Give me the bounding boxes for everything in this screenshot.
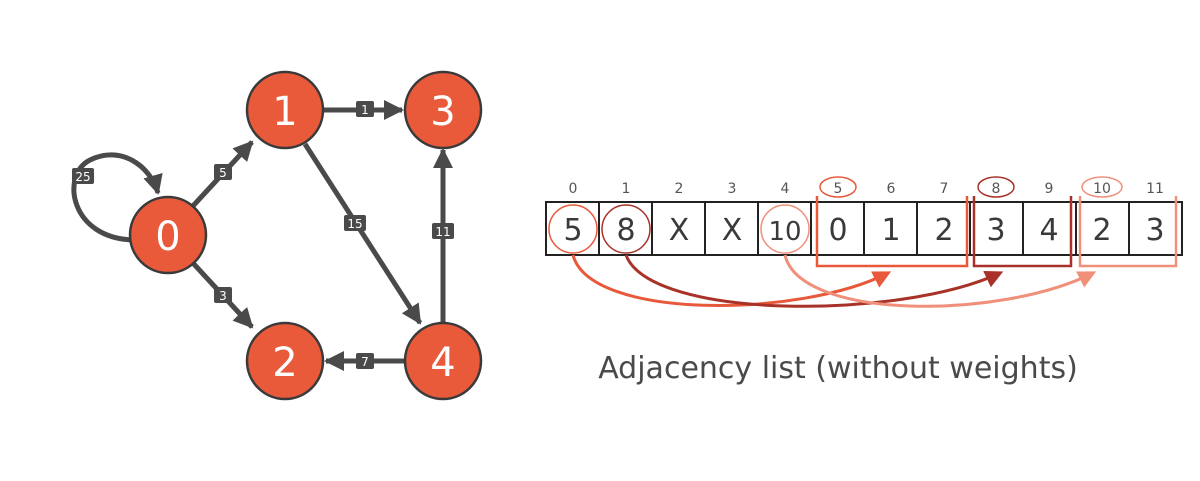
index-label: 0 [569, 181, 578, 197]
array-cell: 5 [563, 213, 582, 248]
weight-badge-0-0: 25 [72, 168, 94, 184]
pointer-circle-5 [548, 204, 598, 254]
array-cell: 2 [1092, 213, 1111, 248]
array-cell: 3 [986, 213, 1005, 248]
svg-text:5: 5 [219, 166, 227, 180]
index-label: 5 [834, 181, 843, 197]
graph-node-0: 0 [128, 195, 208, 275]
index-label: 11 [1146, 181, 1164, 197]
bracket-node-1 [972, 196, 1073, 268]
index-highlight-8 [977, 176, 1015, 198]
array-cell: 0 [828, 213, 847, 248]
index-highlight-5 [819, 176, 857, 198]
pointer-arrow-10 [783, 254, 1097, 308]
array-cell: 10 [768, 217, 801, 247]
edge-weights: 25 5 3 1 15 11 7 [72, 101, 454, 369]
svg-text:2: 2 [272, 340, 297, 386]
bracket-node-0 [815, 196, 969, 268]
pointer-circle-10 [760, 204, 810, 254]
svg-text:7: 7 [361, 355, 369, 369]
graph-node-2: 2 [245, 321, 325, 401]
graph-node-4: 4 [403, 321, 483, 401]
pointer-arrows [571, 254, 1097, 308]
index-label: 7 [940, 181, 949, 197]
array-cell: X [722, 213, 743, 248]
index-label: 4 [781, 181, 790, 197]
svg-text:11: 11 [435, 225, 450, 239]
index-label: 2 [675, 181, 684, 197]
index-label: 3 [728, 181, 737, 197]
array-cells: 5 8 X X 10 0 1 2 3 4 2 3 [545, 201, 1183, 256]
weight-badge-0-1: 5 [214, 164, 232, 180]
array-cell: 8 [616, 213, 635, 248]
pointer-circle-8 [601, 204, 651, 254]
index-label: 1 [622, 181, 631, 197]
weight-badge-4-2: 7 [356, 353, 374, 369]
edge-1-4 [302, 142, 423, 325]
weight-badge-1-3: 1 [356, 101, 374, 117]
weight-badge-0-2: 3 [214, 287, 232, 303]
svg-text:25: 25 [75, 170, 90, 184]
svg-text:3: 3 [219, 289, 227, 303]
index-highlight-10 [1081, 176, 1123, 198]
bracket-node-4 [1078, 196, 1178, 268]
pointer-arrow-5 [571, 254, 892, 307]
diagram-caption: Adjacency list (without weights) [598, 351, 1078, 386]
svg-text:0: 0 [155, 214, 180, 260]
array-indices: 0 1 2 3 4 5 6 7 8 9 10 11 [569, 181, 1164, 197]
svg-text:1: 1 [361, 103, 369, 117]
array-cell: 3 [1145, 213, 1164, 248]
index-label: 10 [1093, 181, 1111, 197]
array-cell: X [669, 213, 690, 248]
svg-text:1: 1 [272, 89, 297, 135]
svg-text:3: 3 [430, 89, 455, 135]
index-label: 8 [992, 181, 1001, 197]
graph-nodes: 0 1 2 3 4 [128, 70, 483, 401]
array-cell: 2 [934, 213, 953, 248]
group-brackets [815, 196, 1178, 268]
index-label: 9 [1045, 181, 1054, 197]
weight-badge-4-3: 11 [432, 223, 454, 239]
edge-0-0 [71, 152, 163, 243]
array-cell: 1 [881, 213, 900, 248]
svg-text:4: 4 [430, 340, 455, 386]
weight-badge-1-4: 15 [344, 215, 366, 231]
graph-node-1: 1 [245, 70, 325, 150]
graph-node-3: 3 [403, 70, 483, 150]
svg-text:15: 15 [347, 217, 362, 231]
index-label: 6 [887, 181, 896, 197]
pointer-arrow-8 [624, 254, 1004, 308]
array-cell: 4 [1039, 213, 1058, 248]
